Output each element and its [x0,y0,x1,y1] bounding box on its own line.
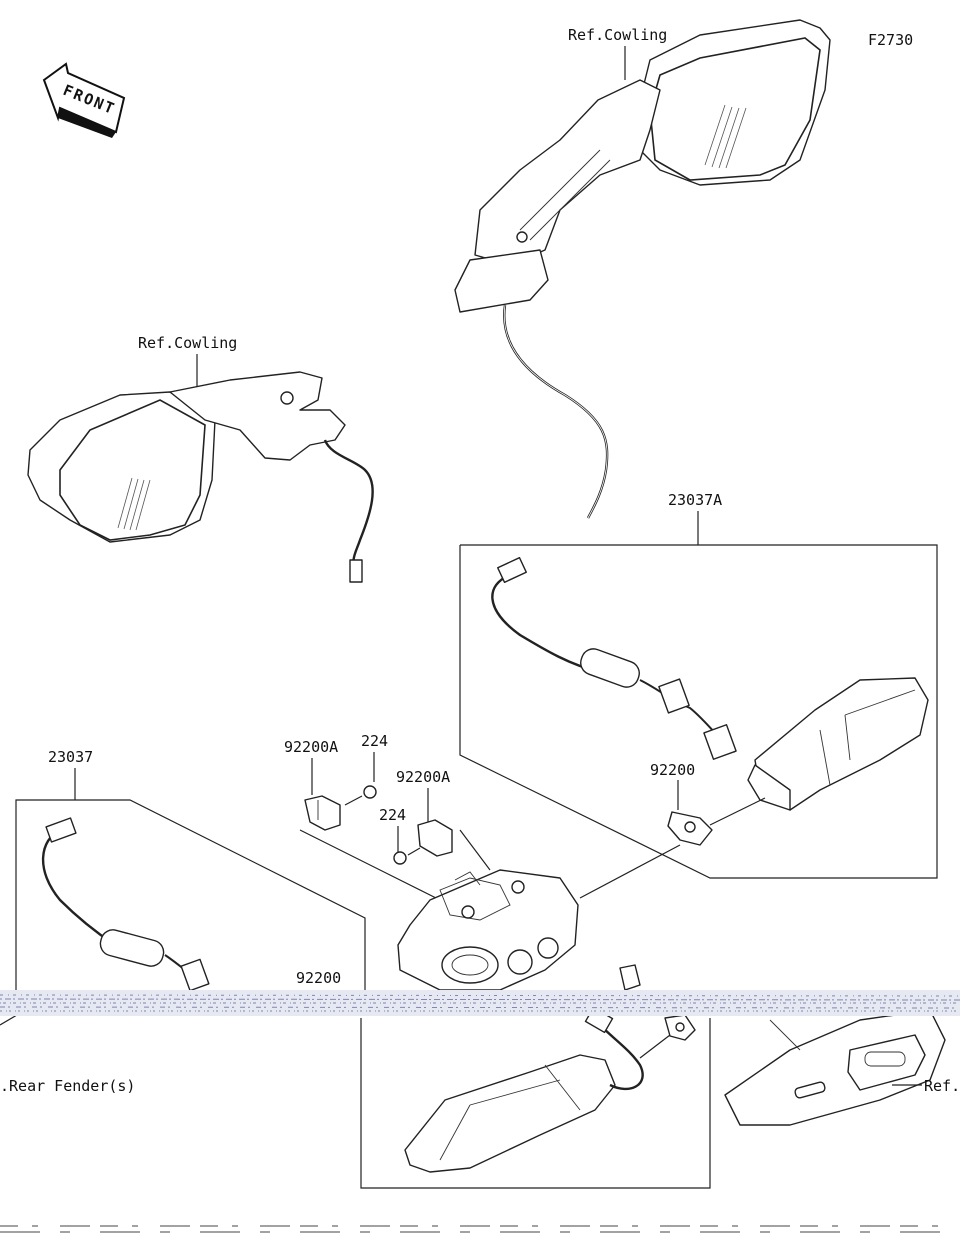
rear-fender-part: Ref. [724,1009,960,1126]
part-92200A-1-label: 92200A [284,738,338,756]
part-92200-left-label: 92200 [296,969,341,987]
part-92200-right-label: 92200 [650,761,695,779]
part-23037-label: 23037 [48,748,93,766]
ref-cowling-right-label: Ref.Cowling [568,26,667,44]
part-92200A-2-label: 92200A [396,768,450,786]
part-224-1-label: 224 [361,732,388,750]
mirror-right: Ref.Cowling [454,19,831,519]
front-arrow-icon: FRONT [42,62,126,138]
diagram-code: F2730 [868,31,913,49]
ref-cowling-left-label: Ref.Cowling [138,334,237,352]
bracket-assembly: 92200A 224 92200A 224 [284,732,579,991]
scan-artifact-band [0,990,960,1016]
ref-rear-fender-label: .Rear Fender(s) [0,1077,135,1095]
mirror-left: Ref.Cowling [27,334,374,583]
assembly-23037: 23037 92200 [15,748,366,992]
assembly-23037A: 23037A 92200 [459,491,938,899]
ref-bottom-right-label: Ref. [924,1077,960,1095]
bottom-edge-artifacts [0,1225,960,1233]
assembly-lower [360,964,711,1189]
part-23037A-label: 23037A [668,491,722,509]
part-224-2-label: 224 [379,806,406,824]
